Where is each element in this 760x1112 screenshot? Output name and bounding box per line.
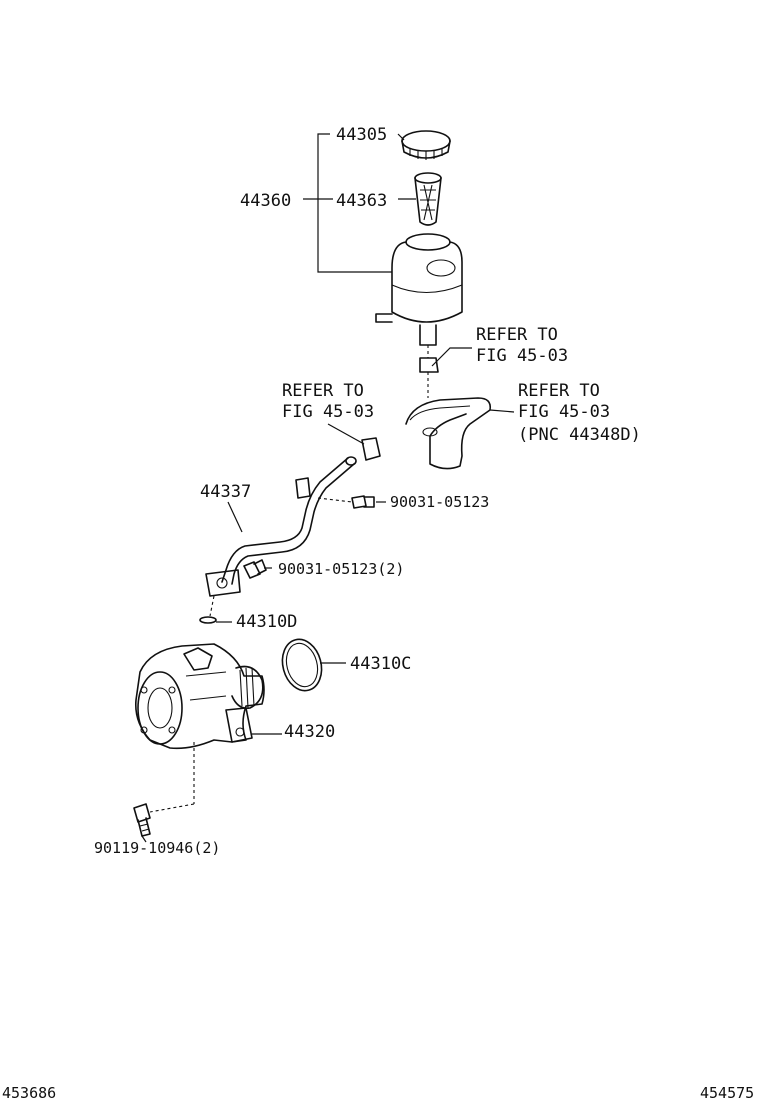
bolt-middle: [243, 559, 267, 579]
label-44310C: 44310C: [350, 654, 411, 674]
hose-clamp-left: [361, 437, 381, 461]
label-44320: 44320: [284, 722, 335, 742]
hose-clamp-top: [419, 357, 439, 373]
label-44305: 44305: [336, 125, 387, 145]
o-ring-small: [199, 616, 217, 624]
refer-to-label-a-line2: FIG 45-03: [476, 346, 568, 366]
refer-to-label-c-line1: REFER TO: [518, 381, 600, 401]
label-90031-05123: 90031-05123: [390, 493, 489, 511]
refer-to-label-a-line1: REFER TO: [476, 325, 558, 345]
label-44360: 44360: [240, 191, 291, 211]
reservoir-tank: [375, 233, 463, 346]
footer-right-id: 454575: [700, 1084, 754, 1102]
label-90031-05123-2: 90031-05123(2): [278, 560, 404, 578]
reservoir-strainer: [414, 172, 442, 226]
label-44310D: 44310D: [236, 612, 297, 632]
refer-to-label-b-line1: REFER TO: [282, 381, 364, 401]
reservoir-cap: [401, 130, 451, 160]
o-ring-large: [281, 638, 323, 692]
label-44363: 44363: [336, 191, 387, 211]
refer-to-label-c-line2: FIG 45-03: [518, 402, 610, 422]
power-steering-pump: [134, 643, 265, 750]
bolt-pump-mount: [133, 803, 151, 837]
return-hose: [405, 397, 492, 470]
footer-left-id: 453686: [2, 1084, 56, 1102]
refer-to-label-c-line3: (PNC 44348D): [518, 425, 641, 445]
leader-lines: [141, 133, 515, 843]
label-44337: 44337: [200, 482, 251, 502]
refer-to-label-b-line2: FIG 45-03: [282, 402, 374, 422]
bolt-upper: [351, 495, 375, 509]
label-90119-10946-2: 90119-10946(2): [94, 839, 220, 857]
